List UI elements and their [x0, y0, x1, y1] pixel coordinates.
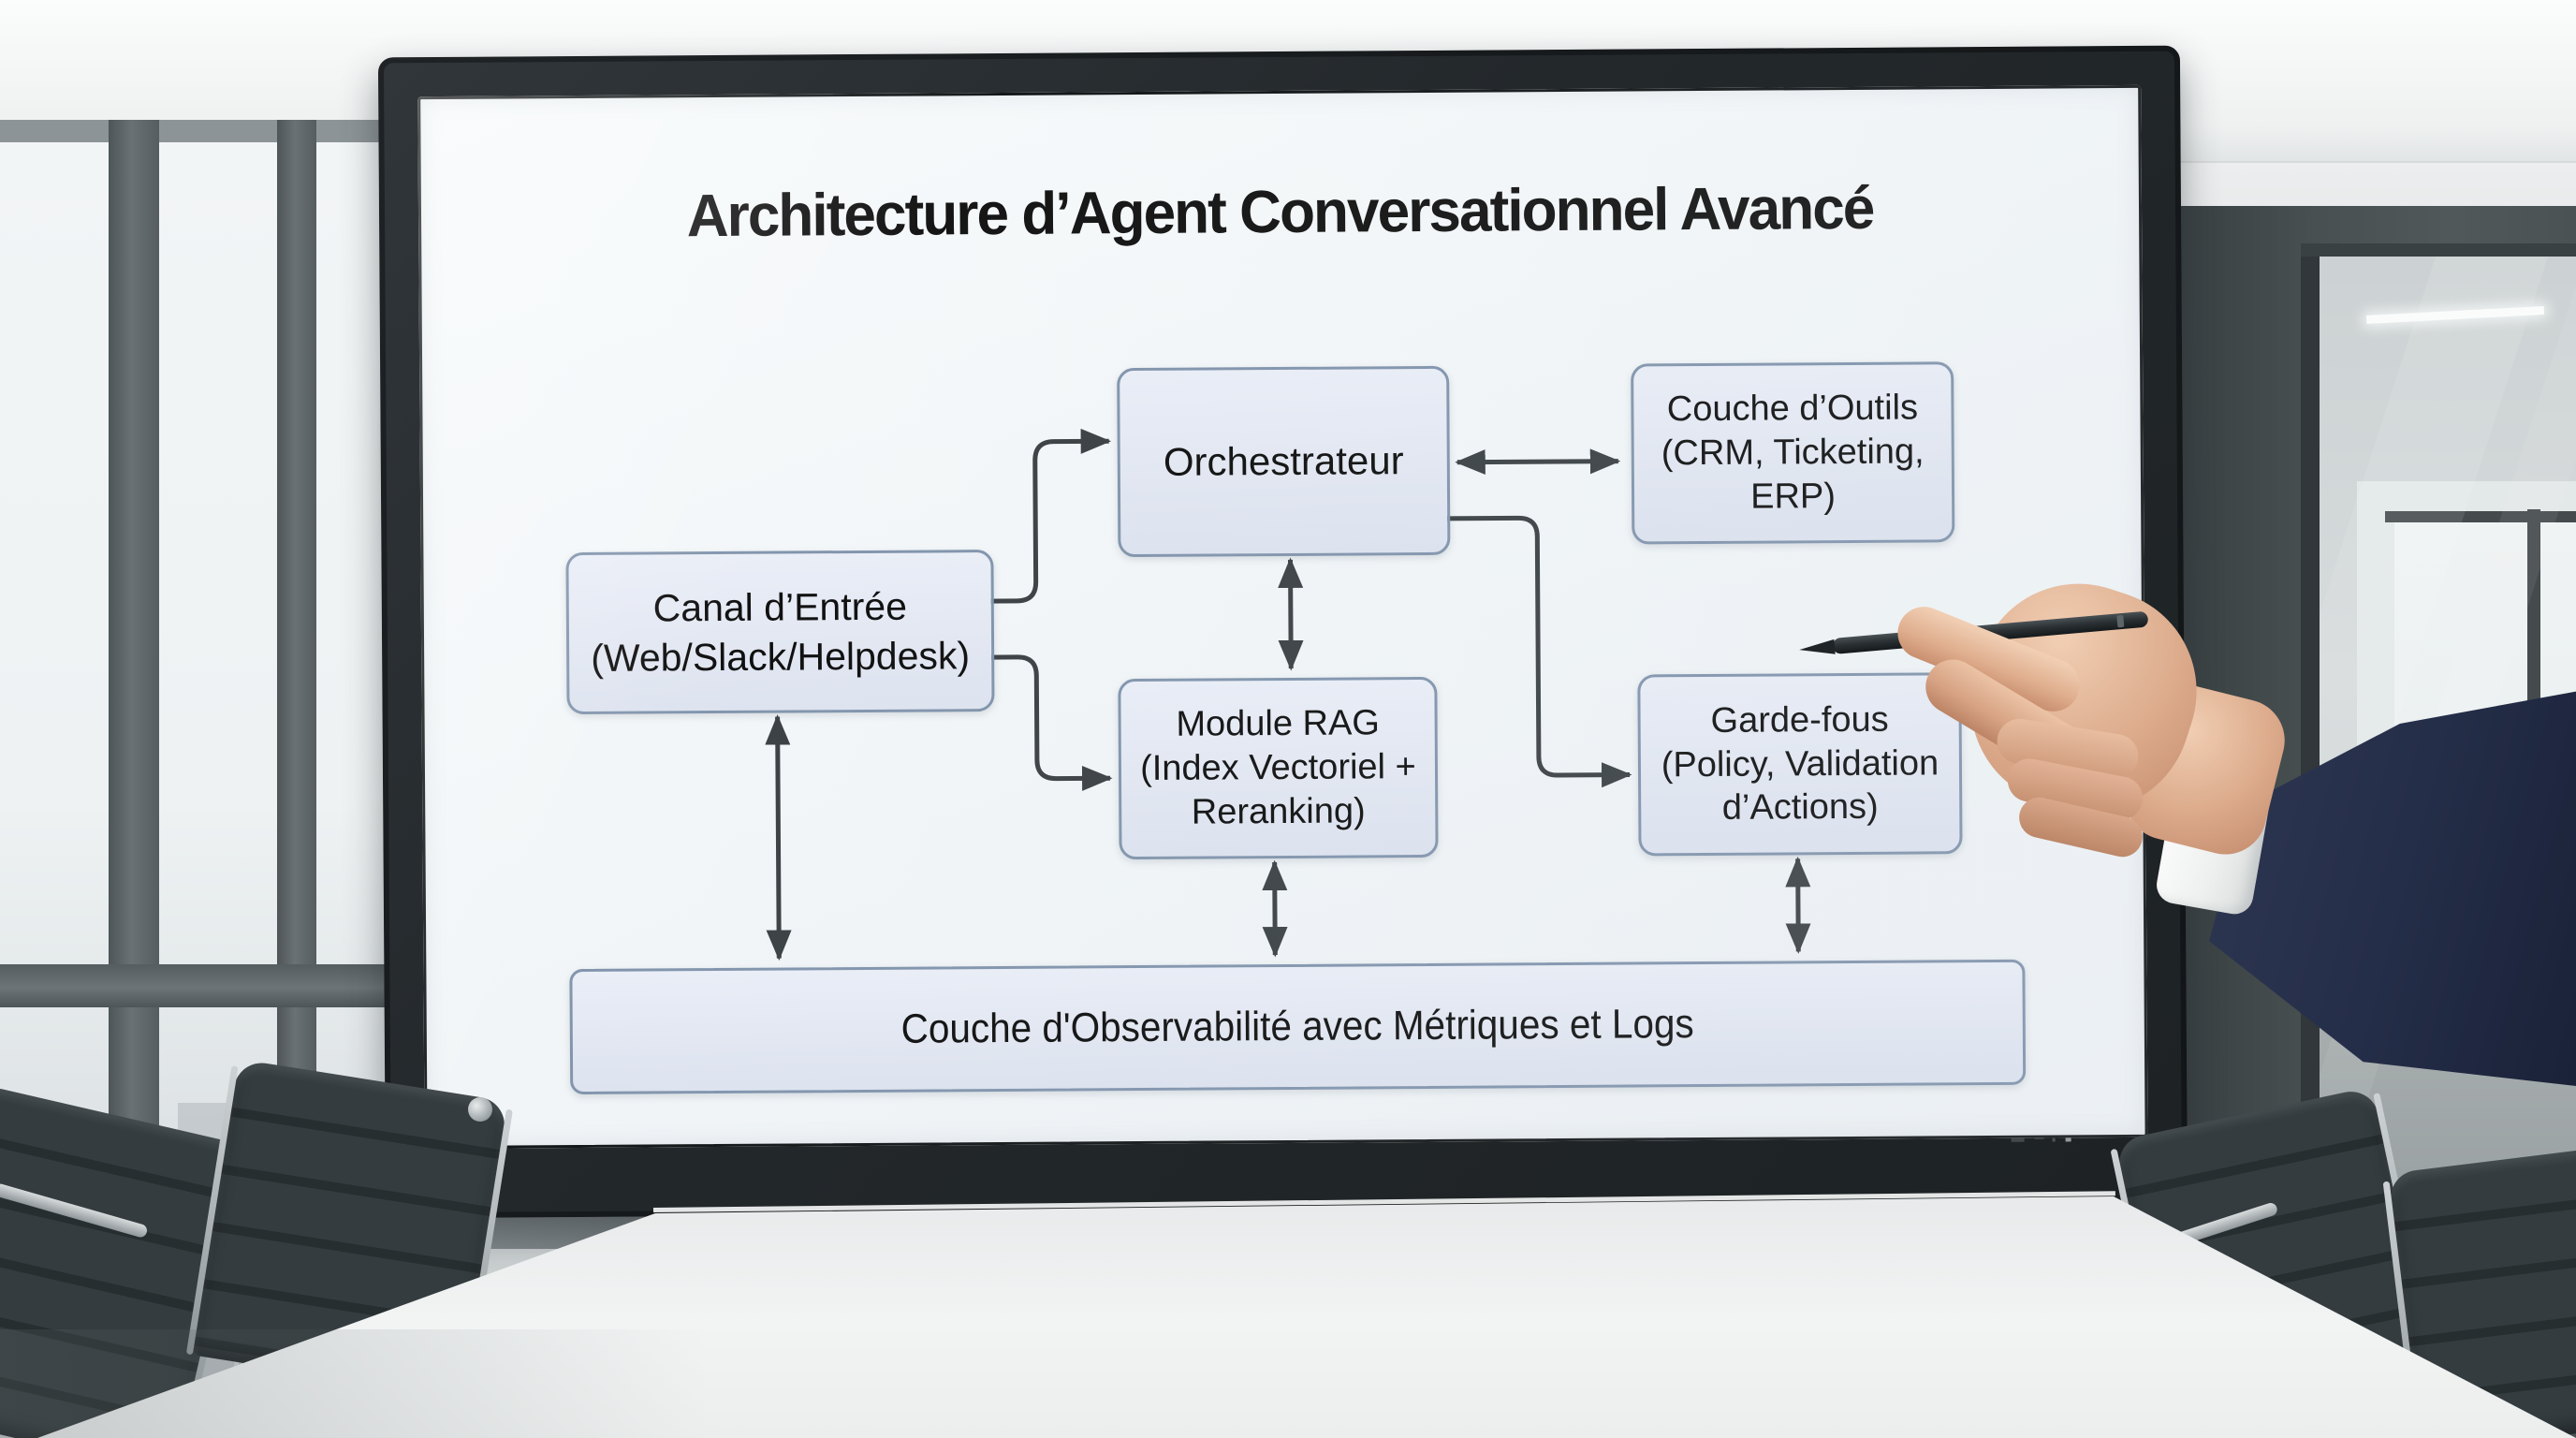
diagram-connectors — [765, 428, 1811, 961]
node-label: Couche d'Observabilité avec Métriques et… — [900, 1001, 1694, 1052]
display-panel: Architecture d’Agent Conversationnel Ava… — [417, 84, 2148, 1150]
node-canal-entree: Canal d’Entrée (Web/Slack/Helpdesk) — [565, 550, 995, 715]
node-label: Reranking) — [1191, 791, 1366, 832]
chair-chrome-knob — [468, 1097, 492, 1122]
node-label: (Web/Slack/Helpdesk) — [591, 633, 971, 680]
table-shadow — [0, 1329, 711, 1438]
node-module-rag: Module RAG (Index Vectoriel + Reranking) — [1118, 676, 1439, 860]
node-label: Module RAG — [1176, 703, 1381, 745]
node-orchestrateur: Orchestrateur — [1117, 365, 1451, 558]
node-label: (Index Vectoriel + — [1139, 747, 1416, 789]
presenter-arm — [1807, 524, 2576, 1123]
presentation-display: Architecture d’Agent Conversationnel Ava… — [377, 45, 2188, 1219]
node-label: ERP) — [1750, 476, 1837, 517]
window-transom — [0, 964, 432, 1007]
node-label: (CRM, Ticketing, — [1661, 432, 1925, 474]
node-label: Canal d’Entrée — [652, 585, 908, 630]
node-label: Couche d’Outils — [1666, 388, 1919, 430]
window-frame-top — [0, 120, 432, 142]
adjacent-window-frame — [2385, 511, 2576, 522]
partition-frame-beam — [2301, 243, 2576, 257]
node-label: Orchestrateur — [1163, 438, 1404, 484]
node-couche-outils: Couche d’Outils (CRM, Ticketing, ERP) — [1631, 361, 1955, 545]
